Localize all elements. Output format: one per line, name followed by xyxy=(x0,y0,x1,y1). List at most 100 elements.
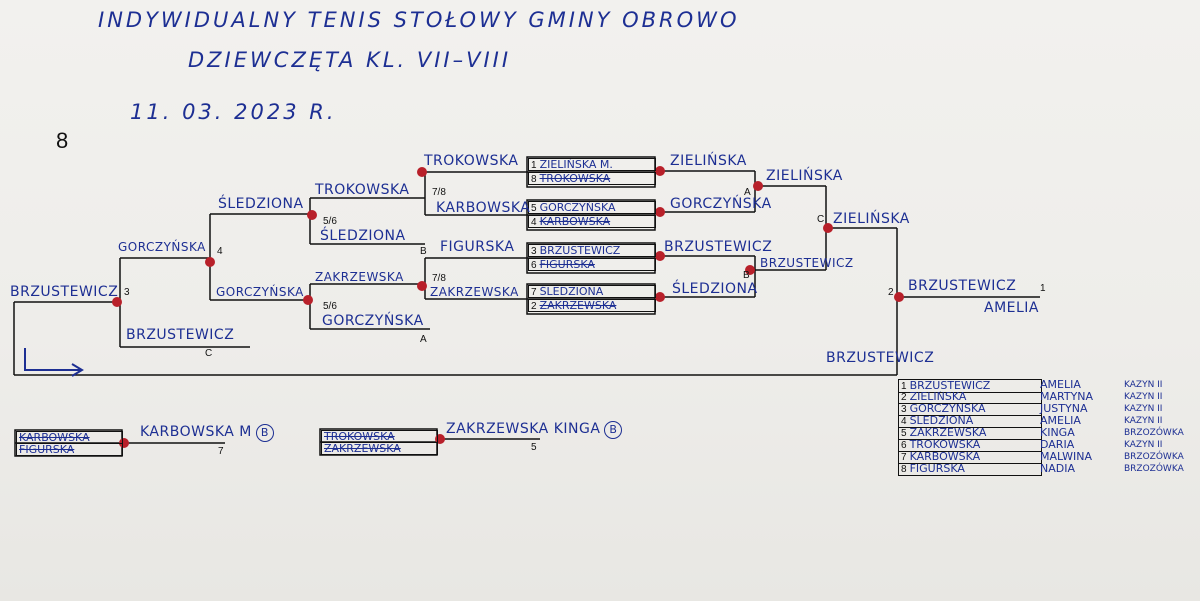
champion-first: AMELIA xyxy=(984,300,1040,316)
lb-trokowska: TROKOWSKA xyxy=(424,153,519,169)
final-c: ZIELIŃSKA xyxy=(833,211,910,227)
lb3-brzustewicz: BRZUSTEWICZ xyxy=(126,327,235,343)
marker-c: C xyxy=(817,214,825,225)
results-first-name: JUSTYNA xyxy=(1040,402,1088,415)
lb3-num3: 3 xyxy=(124,287,130,298)
results-first-name: KINGA xyxy=(1040,426,1075,439)
lb2-zakrzewska: ZAKRZEWSKA xyxy=(315,270,404,284)
results-first-name: DARIA xyxy=(1040,438,1075,451)
results-place: 8 xyxy=(901,464,907,475)
marker-a: A xyxy=(744,187,751,198)
pm7-circle: B xyxy=(255,424,274,442)
results-club: BRZOZÓWKA xyxy=(1124,428,1184,438)
results-club: KAZYN II xyxy=(1124,404,1163,414)
lb-label-78b: 7/8 xyxy=(432,273,446,284)
results-first-name: AMELIA xyxy=(1040,414,1081,427)
results-place: 2 xyxy=(901,392,907,403)
results-club: BRZOZÓWKA xyxy=(1124,464,1184,474)
r2-winner-bot2: ŚLEDZIONA xyxy=(672,281,758,297)
lb3-sledziona-top: ŚLEDZIONA xyxy=(218,196,304,212)
marker-a2: A xyxy=(420,334,427,345)
lb2-label-56b: 5/6 xyxy=(323,301,337,312)
semi-winner-b: BRZUSTEWICZ xyxy=(760,256,854,270)
results-club: KAZYN II xyxy=(1124,392,1163,402)
results-place: 1 xyxy=(901,381,907,392)
results-place: 3 xyxy=(901,404,907,415)
third-place: BRZUSTEWICZ xyxy=(826,350,935,366)
pm5-place: 5 xyxy=(531,442,537,453)
results-first-name: NADIA xyxy=(1040,462,1075,475)
results-first-name: AMELIA xyxy=(1040,378,1081,391)
draw-size: 8 xyxy=(56,128,69,153)
lb-label-78a: 7/8 xyxy=(432,187,446,198)
lb2-trokowska: TROKOWSKA xyxy=(315,182,410,198)
lb2-label-56a: 5/6 xyxy=(323,216,337,227)
lb3-num4: 4 xyxy=(217,246,223,257)
lb3-gorczynska-top: GORCZYŃSKA xyxy=(118,240,206,254)
category-title: DZIEWCZĘTA KL. VII–VIII xyxy=(188,48,512,72)
results-surname: BRZUSTEWICZ xyxy=(909,379,991,392)
results-surname: GORCZYŃSKA xyxy=(909,403,986,415)
results-place: 4 xyxy=(901,416,907,427)
results-surname: FIGURSKA xyxy=(909,463,965,475)
results-place: 7 xyxy=(901,452,907,463)
marker-c2: C xyxy=(205,348,213,359)
results-surname: TROKOWSKA xyxy=(909,439,981,451)
pm7-place: 7 xyxy=(218,446,224,457)
results-place: 6 xyxy=(901,440,907,451)
champion: BRZUSTEWICZ xyxy=(908,278,1017,294)
results-first-name: MALWINA xyxy=(1040,450,1093,463)
results-surname: ZIELIŃSKA xyxy=(909,391,967,403)
lb-figurska: FIGURSKA xyxy=(440,239,515,255)
semi-winner-a: ZIELIŃSKA xyxy=(766,168,843,184)
lb2-sledziona: ŚLEDZIONA xyxy=(320,228,406,244)
champion-place: 1 xyxy=(1040,283,1046,294)
pm5-circle: B xyxy=(604,421,623,439)
marker-b2: B xyxy=(420,246,427,257)
tournament-date: 11. 03. 2023 R. xyxy=(130,100,337,124)
lb-karbowska: KARBOWSKA xyxy=(436,200,531,216)
lb3-gorczynska: GORCZYŃSKA xyxy=(216,285,304,299)
results-surname: ŚLEDZIONA xyxy=(909,415,974,427)
lb-zakrzewska: ZAKRZEWSKA xyxy=(430,285,519,299)
results-club: KAZYN II xyxy=(1124,440,1163,450)
r2-winner-bot1: BRZUSTEWICZ xyxy=(664,239,773,255)
lb3-brzustewicz-left: BRZUSTEWICZ xyxy=(10,284,119,300)
results-surname: ZAKRZEWSKA xyxy=(909,427,987,439)
pm7-bottom: FIGURSKA xyxy=(16,443,123,456)
results-club: KAZYN II xyxy=(1124,416,1163,426)
results-place: 5 xyxy=(901,428,907,439)
results-first-name: MARTYNA xyxy=(1040,390,1094,403)
r2-winner-top1: ZIELIŃSKA xyxy=(670,153,747,169)
r2-winner-top2: GORCZYŃSKA xyxy=(670,196,772,212)
results-club: BRZOZÓWKA xyxy=(1124,452,1184,462)
results-club: KAZYN II xyxy=(1124,380,1163,390)
